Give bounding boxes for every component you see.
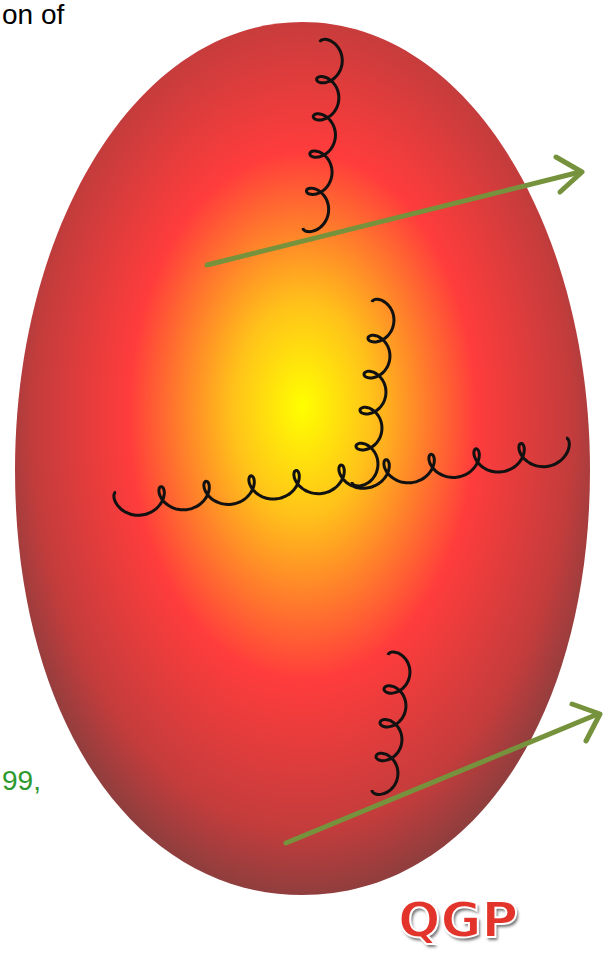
jet-arrow	[286, 714, 598, 843]
gluon-spring	[352, 299, 394, 486]
jet-group	[207, 157, 600, 843]
qgp-title: QGP	[398, 893, 518, 948]
caption-fragment: on of	[2, 0, 64, 31]
reference-fragment: 99,	[2, 766, 41, 797]
plasma-blob	[15, 22, 590, 895]
gluon-spring	[303, 39, 342, 231]
gluon-spring	[114, 438, 569, 515]
jet-arrowhead	[556, 157, 582, 192]
jet-arrow	[207, 172, 580, 265]
jet-arrowhead	[572, 704, 600, 741]
gluon-spring	[372, 652, 410, 794]
gluon-group	[114, 39, 569, 794]
